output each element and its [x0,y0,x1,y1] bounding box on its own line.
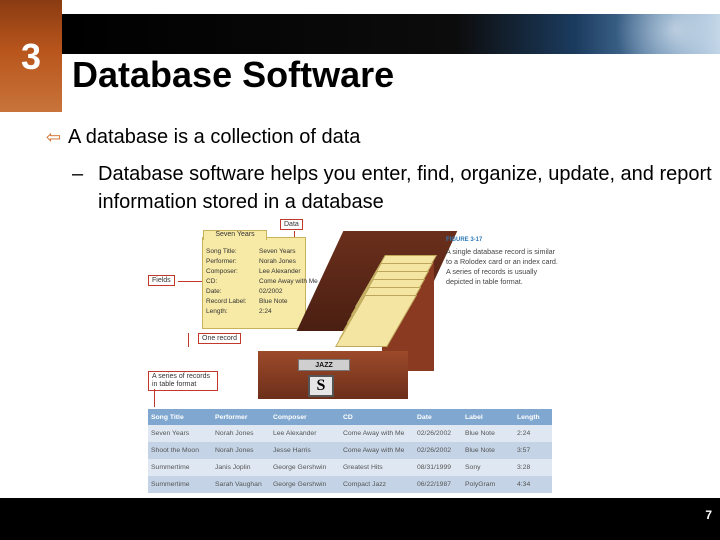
table-cell: Sony [462,459,514,476]
card-value: Lee Alexander [259,268,301,275]
column-header: Label [462,409,514,425]
records-table: Song Title Performer Composer CD Date La… [148,409,552,493]
table-cell: Sarah Vaughan [212,476,270,493]
table-cell: 02/26/2002 [414,442,462,459]
column-header: Date [414,409,462,425]
column-header: Song Title [148,409,212,425]
table-cell: 06/22/1987 [414,476,462,493]
card-field: CD: [206,278,218,285]
figure-tag: FIGURE 3-17 [446,237,483,243]
table-cell: Norah Jones [212,442,270,459]
sub-bullet-text: Database software helps you enter, find,… [98,163,712,213]
table-cell: George Gershwin [270,476,340,493]
card-tab: Seven Years [203,230,267,240]
callout-fields: Fields [148,275,175,286]
table-cell: Blue Note [462,442,514,459]
arrow-bullet-icon: ⇦ [46,127,62,147]
footer-bar: 7 [0,498,720,540]
table-cell: Come Away with Me [340,425,414,442]
record-card: Seven Years Song Title: Seven Years Perf… [202,230,318,329]
table-cell: Lee Alexander [270,425,340,442]
card-value: 02/2002 [259,288,283,295]
bullet-text: A database is a collection of data [68,126,361,148]
table-cell: 2:24 [514,425,552,442]
card-field: Record Label: [206,298,247,305]
table-cell: 02/26/2002 [414,425,462,442]
table-cell: Janis Joplin [212,459,270,476]
sub-bullet-item: – Database software helps you enter, fin… [72,160,712,216]
callout-line [188,333,189,347]
column-header: Length [514,409,552,425]
table-cell: Summertime [148,476,212,493]
table-cell: Compact Jazz [340,476,414,493]
table-cell: Seven Years [148,425,212,442]
dash-marker: – [72,163,84,185]
card-field: Date: [206,288,222,295]
table-cell: Norah Jones [212,425,270,442]
table-cell: 3:57 [514,442,552,459]
table-cell: Summertime [148,459,212,476]
card-field: Performer: [206,258,237,265]
table-cell: Greatest Hits [340,459,414,476]
figure-caption: FIGURE 3-17 A single database record is … [446,235,562,287]
callout-series: A series of records in table format [148,371,218,391]
figure-caption-text: A single database record is similar to a… [446,247,558,286]
chapter-number: 3 [20,36,42,77]
column-header: Composer [270,409,340,425]
table-cell: Blue Note [462,425,514,442]
table-cell: Come Away with Me [340,442,414,459]
table-cell: 3:28 [514,459,552,476]
table-header-row: Song Title Performer Composer CD Date La… [148,409,552,425]
box-letter-plate: S [308,375,334,397]
column-header: CD [340,409,414,425]
card-field: Composer: [206,268,238,275]
callout-line [154,389,155,407]
card-stack [330,255,438,351]
card-file-box: JAZZ S [258,231,458,399]
table-row: Seven Years Norah Jones Lee Alexander Co… [148,425,552,442]
table-cell: George Gershwin [270,459,340,476]
table-row: Summertime Janis Joplin George Gershwin … [148,459,552,476]
header-band-decoration [570,14,720,54]
table-row: Summertime Sarah Vaughan George Gershwin… [148,476,552,493]
card-field: Song Title: [206,248,237,255]
column-header: Performer [212,409,270,425]
card-value: Come Away with Me [259,278,318,285]
database-figure: Fields Data One record A series of recor… [148,215,560,495]
table-row: Shoot the Moon Norah Jones Jesse Harris … [148,442,552,459]
card-value: 2:24 [259,308,272,315]
card-value: Blue Note [259,298,288,305]
slide-title: Database Software [72,54,395,95]
table-cell: Shoot the Moon [148,442,212,459]
table-cell: 08/31/1999 [414,459,462,476]
card-value: Seven Years [259,248,296,255]
table-cell: 4:34 [514,476,552,493]
page-number: 7 [705,508,712,522]
table-cell: Jesse Harris [270,442,340,459]
table-cell: PolyGram [462,476,514,493]
callout-one-record: One record [198,333,242,344]
callout-data: Data [280,219,303,230]
box-label-plate: JAZZ [298,359,350,371]
callout-line [178,281,202,282]
bullet-item: ⇦ A database is a collection of data [46,126,360,149]
chapter-block: 3 [0,0,62,112]
card-value: Norah Jones [259,258,296,265]
card-field: Length: [206,308,228,315]
